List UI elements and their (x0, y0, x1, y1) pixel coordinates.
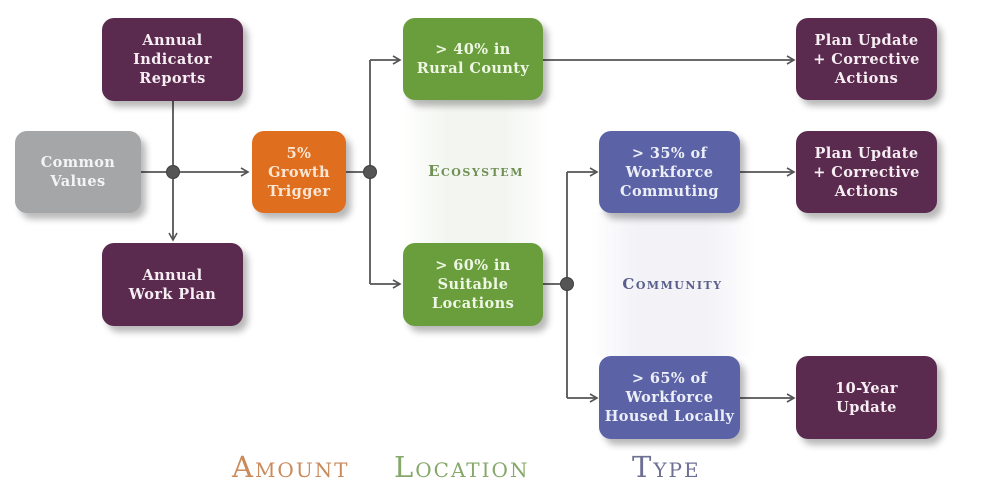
common-values-node: Common Values (15, 131, 141, 213)
growth-trigger-node: 5% Growth Trigger (252, 131, 346, 213)
legend-location: Location (394, 450, 530, 484)
ten-year-update-node: 10-Year Update (796, 356, 937, 439)
workforce-housed-node: > 65% of Workforce Housed Locally (599, 356, 740, 439)
annual-work-plan-node: Annual Work Plan (102, 243, 243, 326)
plan-update-node-1: Plan Update + Corrective Actions (796, 18, 937, 100)
ecosystem-band (403, 100, 549, 245)
annual-indicator-reports-node: Annual Indicator Reports (102, 18, 243, 101)
ecosystem-label: Ecosystem (428, 162, 524, 180)
community-label: Community (622, 275, 723, 293)
workforce-commuting-node: > 35% of Workforce Commuting (599, 131, 740, 213)
legend-type: Type (632, 450, 701, 484)
plan-update-node-2: Plan Update + Corrective Actions (796, 131, 937, 213)
community-band (590, 212, 755, 357)
rural-county-node: > 40% in Rural County (403, 18, 543, 100)
suitable-locations-node: > 60% in Suitable Locations (403, 243, 543, 326)
legend-amount: Amount (232, 450, 350, 484)
